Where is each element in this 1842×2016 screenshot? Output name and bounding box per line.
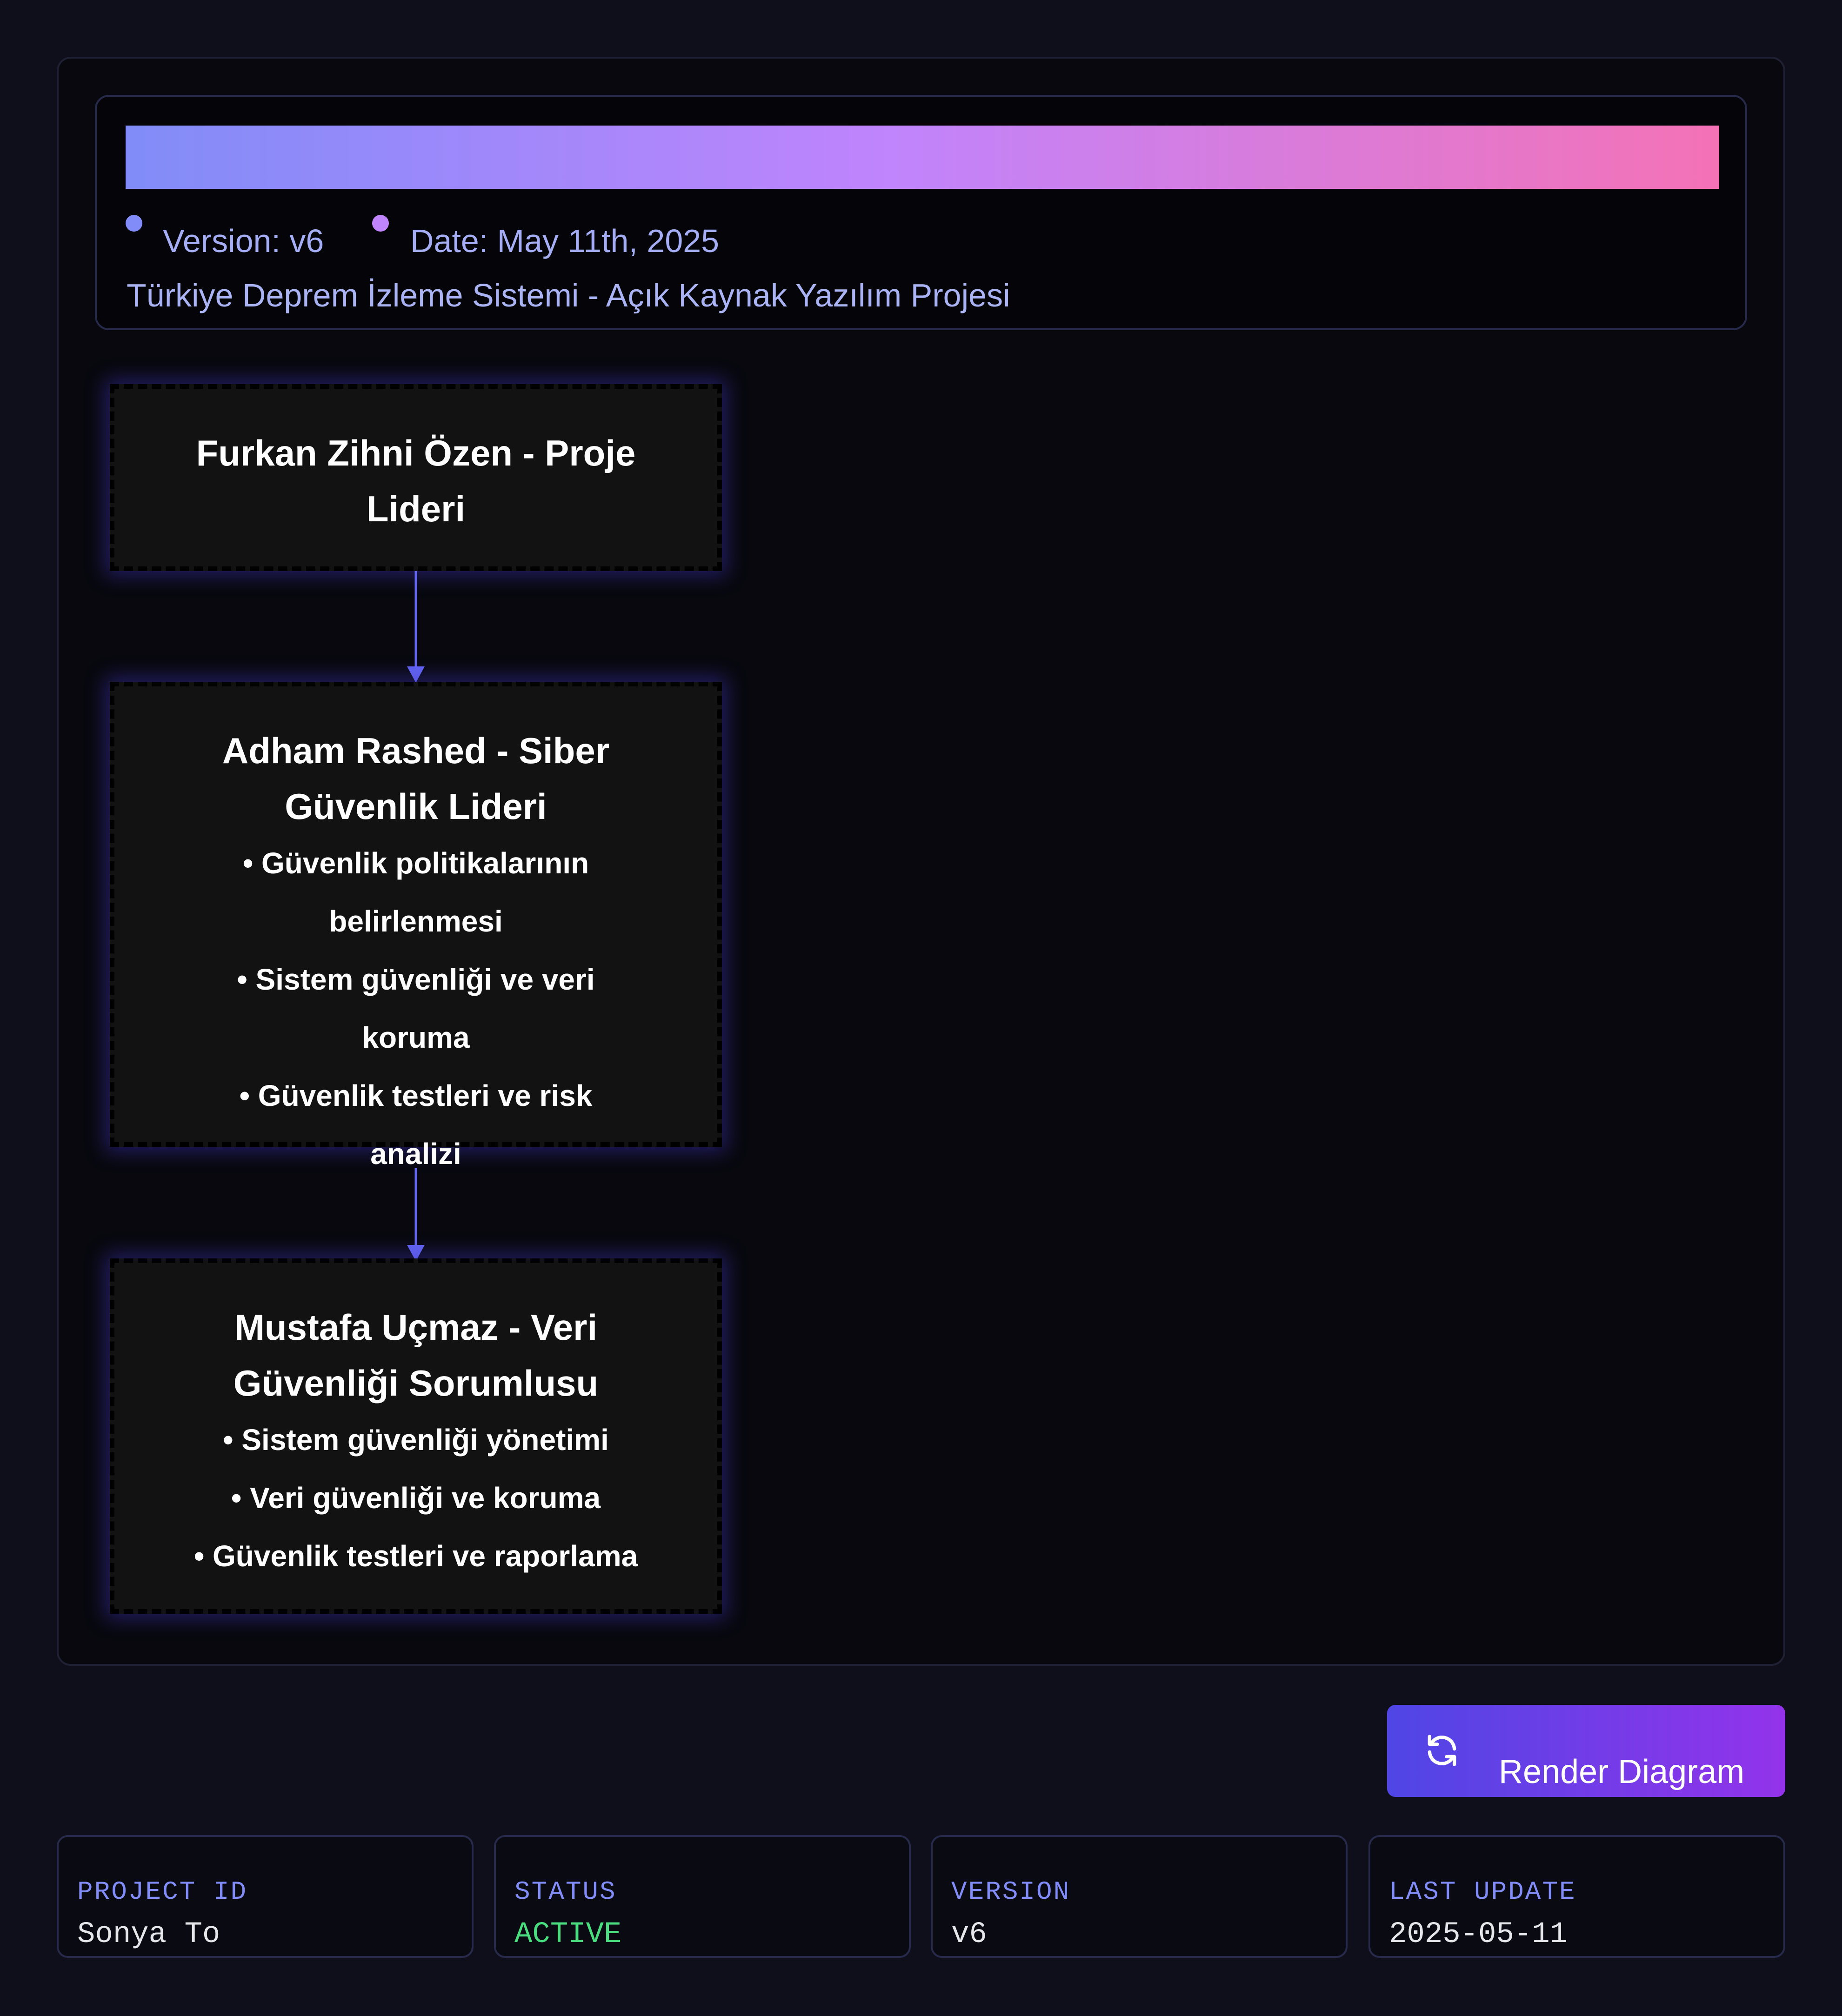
status-badge: ACTIVE xyxy=(514,1918,622,1951)
node-bullet-line: belirlenmesi xyxy=(329,905,503,938)
node-bullet-line: • Güvenlik testleri ve raporlama xyxy=(194,1539,638,1573)
node-title-line: Mustafa Uçmaz - Veri xyxy=(234,1307,598,1348)
card-value: Sonya To xyxy=(77,1918,220,1951)
node-bullet-line: • Veri güvenliği ve koruma xyxy=(231,1481,601,1515)
info-card-project-id: PROJECT ID Sonya To xyxy=(57,1835,474,1958)
card-key: LAST UPDATE xyxy=(1389,1877,1576,1907)
edge-lead-to-security xyxy=(407,571,425,683)
node-title-line: Lideri xyxy=(366,488,466,529)
project-subtitle: Türkiye Deprem İzleme Sistemi - Açık Kay… xyxy=(127,277,1010,313)
diagram-header: Version: v6 Date: May 11th, 2025 Türkiye… xyxy=(95,95,1747,330)
render-diagram-label: Render Diagram xyxy=(1499,1753,1745,1790)
card-value: 2025-05-11 xyxy=(1389,1918,1568,1951)
info-card-version: VERSION v6 xyxy=(931,1835,1348,1958)
card-key: PROJECT ID xyxy=(77,1877,248,1907)
node-project-lead: Furkan Zihni Özen - Proje Lideri xyxy=(110,384,722,571)
node-title-line: Güvenliği Sorumlusu xyxy=(233,1363,599,1404)
gradient-bar xyxy=(126,126,1719,189)
card-key: STATUS xyxy=(514,1877,617,1907)
card-value: v6 xyxy=(951,1918,987,1951)
node-bullet-line: analizi xyxy=(370,1137,461,1171)
version-dot xyxy=(126,215,142,232)
node-title-line: Adham Rashed - Siber xyxy=(222,730,610,771)
render-diagram-button[interactable]: Render Diagram xyxy=(1387,1705,1785,1797)
node-bullet-line: • Sistem güvenliği yönetimi xyxy=(223,1423,609,1457)
edge-security-to-data xyxy=(407,1168,425,1261)
date-dot xyxy=(372,215,389,232)
info-card-status: STATUS ACTIVE xyxy=(494,1835,911,1958)
version-label: Version: v6 xyxy=(163,223,324,259)
node-bullet-line: koruma xyxy=(362,1021,470,1054)
node-bullet-line: • Güvenlik testleri ve risk xyxy=(239,1079,593,1112)
date-label: Date: May 11th, 2025 xyxy=(410,223,720,259)
card-key: VERSION xyxy=(951,1877,1071,1907)
node-bullet-line: • Sistem güvenliği ve veri xyxy=(237,963,595,996)
refresh-icon xyxy=(1428,1735,1456,1766)
info-card-last-update: LAST UPDATE 2025-05-11 xyxy=(1368,1835,1785,1958)
node-security-lead: Adham Rashed - Siber Güvenlik Lideri • G… xyxy=(110,682,722,1171)
node-title-line: Furkan Zihni Özen - Proje xyxy=(196,432,636,473)
node-bullet-line: • Güvenlik politikalarının xyxy=(242,846,589,880)
node-title-line: Güvenlik Lideri xyxy=(285,786,547,827)
node-data-security: Mustafa Uçmaz - Veri Güvenliği Sorumlusu… xyxy=(110,1258,722,1614)
